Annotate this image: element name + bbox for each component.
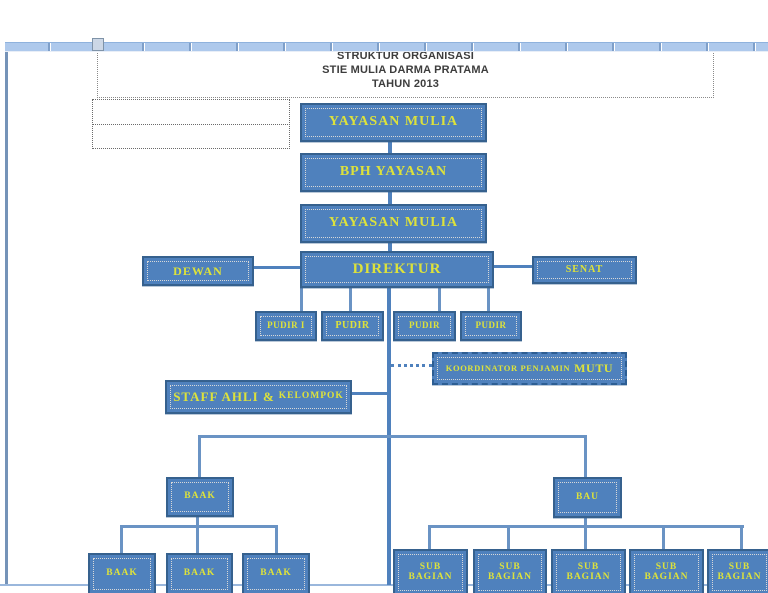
node-direktur[interactable]: DIREKTUR: [300, 251, 494, 288]
connector-sub1: [428, 525, 431, 549]
node-staff-ahli-kelompok[interactable]: STAFF AHLI & KELOMPOK: [165, 380, 352, 414]
node-koordinator-penjamin-mutu[interactable]: KOORDINATOR PENJAMIN MUTU: [432, 352, 627, 385]
connector-drop-bau: [584, 435, 587, 477]
node-sub-bagian-2[interactable]: SUB BAGIAN: [473, 549, 547, 593]
node-baak-child-1[interactable]: BAAK: [88, 553, 156, 593]
page-bottom-border: [0, 584, 768, 586]
connector-direktur-pudir4: [487, 283, 490, 311]
node-pudir-4[interactable]: PUDIR: [460, 311, 522, 341]
node-sub-bagian-1[interactable]: SUB BAGIAN: [393, 549, 468, 593]
title-line-3: TAHUN 2013: [371, 77, 440, 90]
connector-direktur-pudir1: [300, 283, 303, 311]
node-pudir-2[interactable]: PUDIR: [321, 311, 384, 341]
ruler-bar[interactable]: [5, 42, 768, 52]
table-resize-handle-icon[interactable]: [92, 38, 104, 51]
connector-baak-child3: [275, 525, 278, 553]
connector-sub2: [507, 525, 510, 549]
node-yayasan-mulia-mid[interactable]: YAYASAN MULIA: [300, 204, 487, 243]
connector-dewan-direktur: [250, 266, 300, 269]
node-baak[interactable]: BAAK: [166, 477, 234, 517]
empty-table-cell-2[interactable]: [92, 124, 290, 149]
node-sub-bagian-4[interactable]: SUB BAGIAN: [629, 549, 704, 593]
connector-bau-stub: [584, 513, 587, 526]
connector-dotted-koordinator: [391, 364, 432, 367]
connector-baak-stub: [196, 513, 199, 526]
empty-table-cell-1[interactable]: [92, 99, 290, 125]
connector-yayasan-bph: [388, 137, 392, 154]
node-pudir-3[interactable]: PUDIR: [393, 311, 456, 341]
connector-direktur-trunk: [387, 283, 391, 585]
connector-baak-children-horizontal: [120, 525, 278, 528]
connector-sub4: [662, 525, 665, 549]
connector-bph-yayasan: [388, 187, 392, 205]
connector-main-horizontal: [198, 435, 587, 438]
node-yayasan-mulia-top[interactable]: YAYASAN MULIA: [300, 103, 487, 142]
connector-sub3: [584, 525, 587, 549]
connector-direktur-pudir2: [349, 283, 352, 311]
connector-sub5: [740, 525, 743, 549]
node-senat[interactable]: SENAT: [532, 256, 637, 284]
connector-direktur-senat: [490, 265, 532, 268]
node-baak-child-2[interactable]: BAAK: [166, 553, 233, 593]
node-bau[interactable]: BAU: [553, 477, 622, 518]
node-sub-bagian-5[interactable]: SUB BAGIAN: [707, 549, 768, 593]
connector-drop-baak: [198, 435, 201, 477]
title-text-frame[interactable]: STRUKTUR ORGANISASI STIE MULIA DARMA PRA…: [97, 42, 714, 98]
title-line-1: STRUKTUR ORGANISASI: [336, 49, 475, 62]
node-pudir-1[interactable]: PUDIR I: [255, 311, 317, 341]
node-baak-child-3[interactable]: BAAK: [242, 553, 310, 593]
node-sub-bagian-3[interactable]: SUB BAGIAN: [551, 549, 626, 593]
connector-direktur-pudir3: [438, 283, 441, 311]
node-dewan[interactable]: DEWAN: [142, 256, 254, 286]
connector-staff-trunk: [348, 392, 387, 395]
connector-baak-child2: [196, 525, 199, 553]
node-bph-yayasan[interactable]: BPH YAYASAN: [300, 153, 487, 192]
connector-yayasan-direktur: [388, 238, 392, 252]
page-left-border: [5, 42, 8, 585]
title-line-2: STIE MULIA DARMA PRATAMA: [322, 63, 489, 76]
connector-baak-child1: [120, 525, 123, 553]
